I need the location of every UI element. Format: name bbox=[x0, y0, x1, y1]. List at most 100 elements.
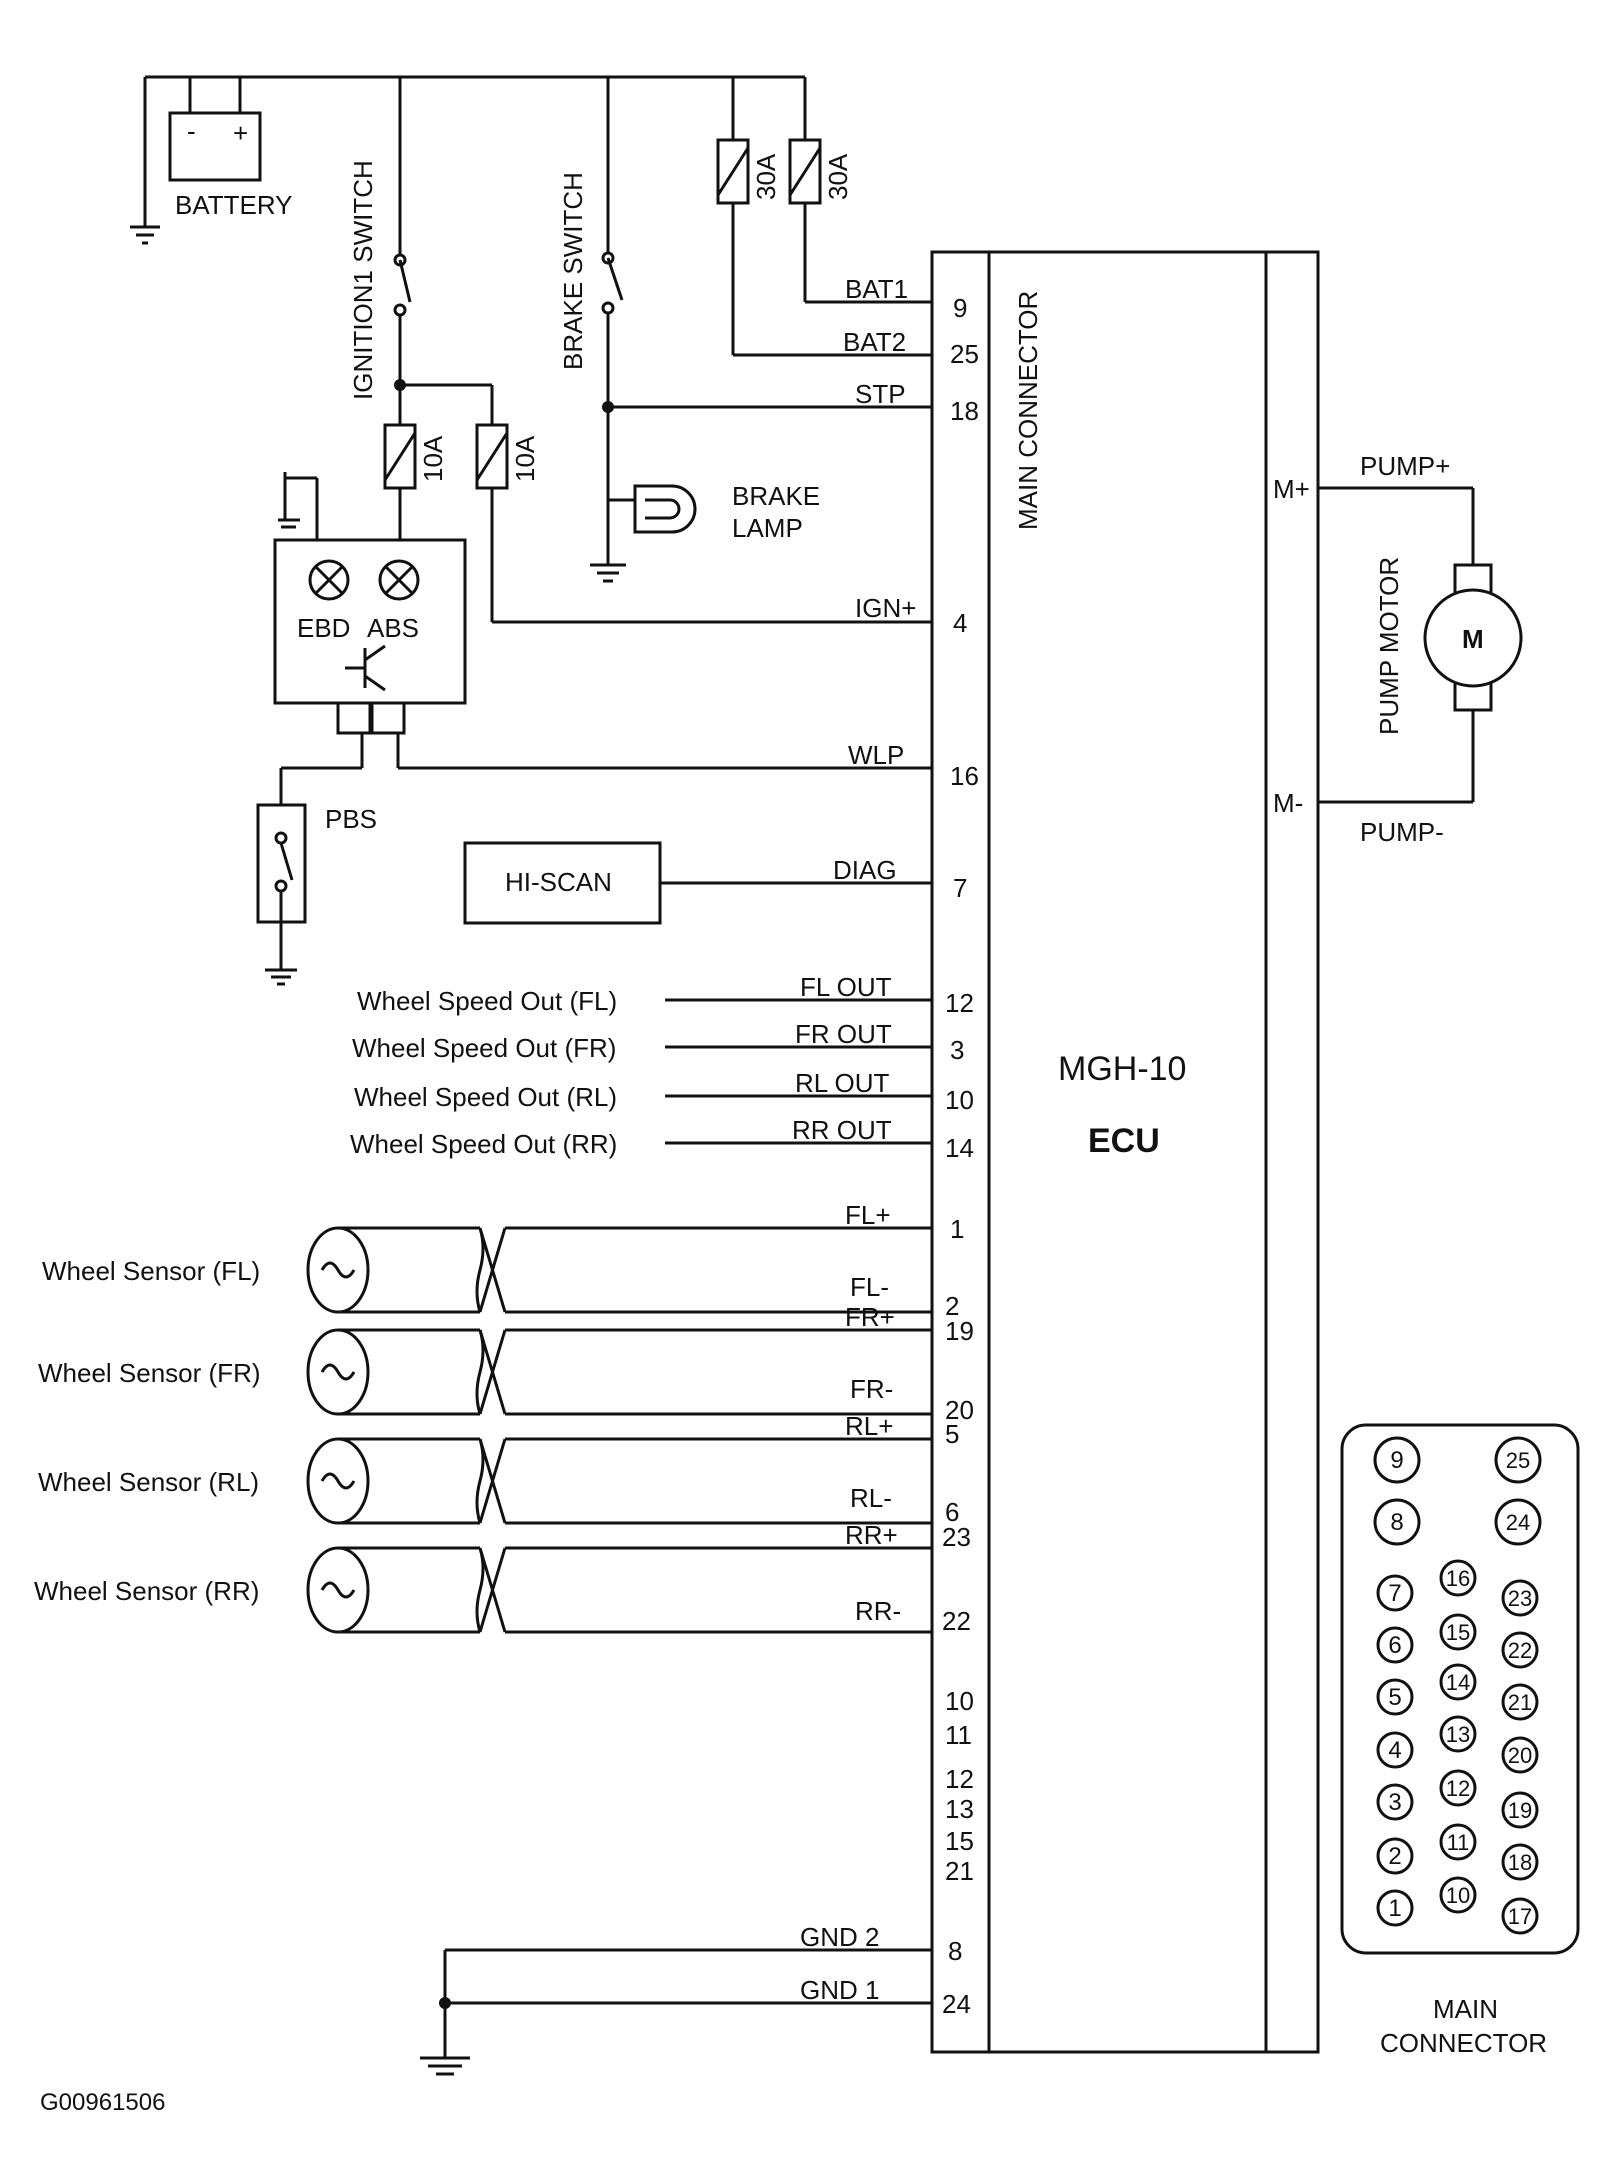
connector-pin-number: 1 bbox=[1388, 1895, 1401, 1922]
connector-pin-circle bbox=[1376, 1889, 1414, 1927]
ground-wires bbox=[420, 1948, 932, 2076]
connector-pin-circle bbox=[1439, 1559, 1477, 1597]
signal-label-rr-minus: RR- bbox=[855, 1596, 901, 1626]
pin-number: 14 bbox=[945, 1133, 974, 1163]
brake-switch-branch: BRAKE SWITCH bbox=[558, 77, 932, 583]
pbs-label: PBS bbox=[325, 804, 377, 834]
brake-lamp-label-1: BRAKE bbox=[732, 481, 820, 511]
wheel-sensor-fr: Wheel Sensor (FR) bbox=[38, 1328, 932, 1416]
wheel-sensor-rr: Wheel Sensor (RR) bbox=[34, 1546, 932, 1634]
connector-pin-circle bbox=[1376, 1574, 1414, 1612]
connector-pin-number: 20 bbox=[1508, 1743, 1532, 1768]
main-connector-vertical-label: MAIN CONNECTOR bbox=[1013, 291, 1043, 530]
main-connector-label-2: CONNECTOR bbox=[1380, 2028, 1547, 2058]
signal-label-fl-out: FL OUT bbox=[800, 972, 892, 1002]
fuse-rating-label: 30A bbox=[751, 153, 781, 200]
wheel-sensor-fl: Wheel Sensor (FL) bbox=[42, 1226, 932, 1314]
connector-pin-circle bbox=[1373, 1498, 1421, 1546]
wheel-sensor-rl-label: Wheel Sensor (RL) bbox=[38, 1467, 259, 1497]
connector-pin-number: 4 bbox=[1388, 1737, 1401, 1764]
main-connector-label-1: MAIN bbox=[1433, 1994, 1498, 2024]
ecu-pin-strip bbox=[930, 250, 991, 2054]
pin-number: 23 bbox=[942, 1522, 971, 1552]
connector-pin-number: 15 bbox=[1446, 1620, 1470, 1645]
wheel-sensor-fl-label: Wheel Sensor (FL) bbox=[42, 1256, 260, 1286]
connector-pin-number: 6 bbox=[1388, 1632, 1401, 1659]
connector-pin-number: 5 bbox=[1388, 1684, 1401, 1711]
signal-label-stp: STP bbox=[855, 379, 906, 409]
wheel-speed-out-rr-label: Wheel Speed Out (RR) bbox=[350, 1129, 617, 1159]
hiscan-box: HI-SCAN bbox=[463, 841, 932, 925]
pin-number: 12 bbox=[945, 1764, 974, 1794]
pin-number: 20 bbox=[945, 1395, 974, 1425]
ecu-model-label: MGH-10 bbox=[1058, 1050, 1186, 1088]
motor-m-label: M bbox=[1462, 624, 1484, 654]
connector-pin-number: 9 bbox=[1390, 1447, 1403, 1474]
pin-number: 6 bbox=[945, 1497, 959, 1527]
signal-label-rl-out: RL OUT bbox=[795, 1068, 889, 1098]
signal-label-rr-plus: RR+ bbox=[845, 1520, 898, 1550]
signal-label-rl-plus: RL+ bbox=[845, 1411, 893, 1441]
connector-pin-circle bbox=[1494, 1498, 1542, 1546]
wheel-speed-out-lines: Wheel Speed Out (FL) Wheel Speed Out (FR… bbox=[350, 986, 932, 1159]
connector-pin-circle bbox=[1376, 1678, 1414, 1716]
connector-pin-number: 16 bbox=[1446, 1566, 1470, 1591]
connector-pin-circle bbox=[1439, 1663, 1477, 1701]
signal-label-fr-out: FR OUT bbox=[795, 1019, 892, 1049]
pin-number: 11 bbox=[945, 1720, 972, 1750]
wheel-speed-out-fr-label: Wheel Speed Out (FR) bbox=[352, 1033, 616, 1063]
connector-pin-circle bbox=[1494, 1436, 1542, 1484]
battery-label: BATTERY bbox=[175, 190, 293, 220]
signal-label-bat1: BAT1 bbox=[845, 274, 908, 304]
signal-label-gnd1: GND 1 bbox=[800, 1975, 879, 2005]
pin-number: 16 bbox=[950, 761, 979, 791]
pin-number: 1 bbox=[950, 1214, 964, 1244]
signal-label-fr-minus: FR- bbox=[850, 1374, 893, 1404]
connector-pin-circle bbox=[1439, 1876, 1477, 1914]
pbs-switch: PBS bbox=[256, 803, 377, 986]
signal-label-bat2: BAT2 bbox=[843, 327, 906, 357]
pin-number: 19 bbox=[945, 1316, 974, 1346]
m-minus-label: M- bbox=[1273, 788, 1303, 818]
connector-pin-number: 12 bbox=[1446, 1776, 1470, 1801]
connector-pin-number: 7 bbox=[1388, 1580, 1401, 1607]
pump-minus-label: PUMP- bbox=[1360, 817, 1444, 847]
connector-pin-circle bbox=[1501, 1897, 1539, 1935]
warning-lamp-cluster: EBD ABS bbox=[273, 472, 932, 820]
connector-pin-circle bbox=[1501, 1631, 1539, 1669]
connector-pin-circle bbox=[1501, 1579, 1539, 1617]
ebd-label: EBD bbox=[297, 613, 350, 643]
pin-number: 7 bbox=[953, 873, 967, 903]
battery-plus-label: + bbox=[233, 118, 248, 148]
connector-pin-circle bbox=[1501, 1683, 1539, 1721]
fuse-rating-label: 30A bbox=[823, 153, 853, 200]
fuse-rating-label: 10A bbox=[418, 435, 448, 482]
signal-label-diag: DIAG bbox=[833, 855, 897, 885]
fuse-ignition-a: 10A bbox=[383, 423, 448, 490]
connector-pin-circle bbox=[1376, 1731, 1414, 1769]
wheel-sensor-rr-label: Wheel Sensor (RR) bbox=[34, 1576, 259, 1606]
m-plus-label: M+ bbox=[1273, 474, 1310, 504]
ecu-label: ECU bbox=[1088, 1122, 1160, 1160]
ecu-body bbox=[987, 250, 1268, 2054]
connector-pin-circle bbox=[1501, 1736, 1539, 1774]
connector-pin-circle bbox=[1376, 1626, 1414, 1664]
signal-label-fr-plus: FR+ bbox=[845, 1302, 895, 1332]
brake-lamp-label-2: LAMP bbox=[732, 513, 803, 543]
battery: - + BATTERY bbox=[168, 111, 293, 220]
connector-pin-number: 21 bbox=[1508, 1690, 1532, 1715]
connector-pin-number: 19 bbox=[1508, 1798, 1532, 1823]
connector-pin-circle bbox=[1439, 1613, 1477, 1651]
connector-pin-circle bbox=[1373, 1436, 1421, 1484]
pin-number: 2 bbox=[945, 1291, 959, 1321]
pin-number: 13 bbox=[945, 1794, 974, 1824]
signal-label-rl-minus: RL- bbox=[850, 1483, 892, 1513]
brake-lamp-icon: BRAKE LAMP bbox=[633, 481, 820, 543]
connector-pin-number: 14 bbox=[1446, 1670, 1470, 1695]
figure-id: G00961506 bbox=[40, 2089, 165, 2116]
connector-pin-number: 17 bbox=[1508, 1904, 1532, 1929]
fuse-ignition-b: 10A bbox=[475, 423, 540, 490]
pin-number: 4 bbox=[953, 608, 967, 638]
signal-labels: BAT1 BAT2 STP IGN+ WLP DIAG FL OUT FR OU… bbox=[792, 274, 916, 2005]
connector-pin-number: 3 bbox=[1388, 1789, 1401, 1816]
